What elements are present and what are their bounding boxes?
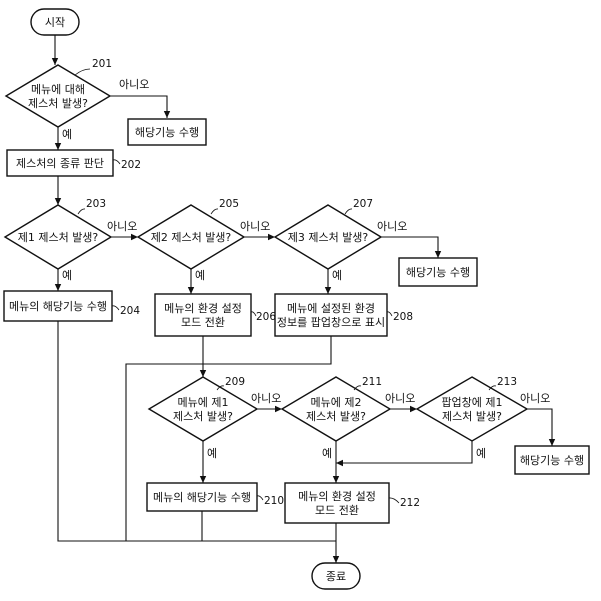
start-label-line-0: 시작 xyxy=(45,16,65,29)
yes-label-7: 예 xyxy=(332,269,342,282)
p206-label-line-1: 모드 전환 xyxy=(181,316,225,329)
d207-label-line-0: 제3 제스처 발생? xyxy=(288,231,369,244)
no-label-0: 아니오 xyxy=(119,78,149,91)
p208-label-line-1: 정보를 팝업창으로 표시 xyxy=(277,316,385,329)
d205-label-line-0: 제2 제스처 발생? xyxy=(151,231,232,244)
d201-label-line-1: 제스처 발생? xyxy=(28,97,88,110)
d201-decision-shape xyxy=(6,65,110,127)
yes-label-11: 예 xyxy=(322,447,332,460)
no-label-4: 아니오 xyxy=(240,220,270,233)
node-start: 시작 xyxy=(31,9,79,35)
node-p206: 메뉴의 환경 설정모드 전환 206 xyxy=(155,294,276,336)
p206-ref-number: 206 xyxy=(256,311,276,323)
node-d207: 제3 제스처 발생? 207 xyxy=(275,198,381,269)
d205-ref-number: 205 xyxy=(219,198,239,210)
p_a-label-line-0: 해당기능 수행 xyxy=(135,125,199,139)
d207-ref-leader xyxy=(345,209,352,214)
end-label-line-0: 종료 xyxy=(326,570,346,583)
p208-label-line-0: 메뉴에 설정된 환경 xyxy=(287,302,375,315)
p202-ref-number: 202 xyxy=(121,159,141,171)
p210-ref-leader xyxy=(257,496,263,500)
no-label-8: 아니오 xyxy=(251,392,281,405)
p206-process-shape xyxy=(155,294,251,336)
e-201-pa xyxy=(110,96,167,118)
d203-ref-leader xyxy=(78,209,85,214)
node-d203: 제1 제스처 발생? 203 xyxy=(5,198,111,269)
node-p_a: 해당기능 수행 xyxy=(128,119,206,145)
no-label-6: 아니오 xyxy=(377,220,407,233)
p212-ref-leader xyxy=(389,498,399,503)
d209-label-line-0: 메뉴에 제1 xyxy=(178,396,229,409)
no-label-12: 아니오 xyxy=(520,392,550,405)
d209-ref-number: 209 xyxy=(225,376,245,388)
p212-label-line-1: 모드 전환 xyxy=(315,504,359,517)
p212-ref-number: 212 xyxy=(400,497,420,509)
d211-ref-number: 211 xyxy=(362,376,382,388)
d211-label-line-1: 제스처 발생? xyxy=(306,410,366,423)
p208-process-shape xyxy=(275,294,387,336)
e-207-pb xyxy=(381,237,438,258)
p202-ref-leader xyxy=(113,160,120,164)
p212-process-shape xyxy=(285,483,389,523)
no-label-2: 아니오 xyxy=(107,220,137,233)
p202-label-line-0: 제스처의 종류 판단 xyxy=(16,157,104,170)
node-p212: 메뉴의 환경 설정모드 전환 212 xyxy=(285,483,420,523)
p_c-label-line-0: 해당기능 수행 xyxy=(520,453,584,467)
node-d211: 메뉴에 제2제스처 발생? 211 xyxy=(282,376,390,441)
p_b-label-line-0: 해당기능 수행 xyxy=(406,265,470,279)
p208-ref-leader xyxy=(387,312,392,316)
p204-label-line-0: 메뉴의 해당기능 수행 xyxy=(9,299,107,313)
node-p208: 메뉴에 설정된 환경정보를 팝업창으로 표시 208 xyxy=(275,294,413,336)
node-end: 종료 xyxy=(312,563,360,589)
d213-ref-number: 213 xyxy=(497,376,517,388)
node-d201: 메뉴에 대해제스처 발생? 201 xyxy=(6,58,112,127)
d201-label-line-0: 메뉴에 대해 xyxy=(31,82,85,96)
d201-ref-number: 201 xyxy=(92,58,112,70)
node-p202: 제스처의 종류 판단 202 xyxy=(7,150,141,176)
yes-label-3: 예 xyxy=(62,269,72,282)
p206-label-line-0: 메뉴의 환경 설정 xyxy=(164,302,242,315)
node-p_c: 해당기능 수행 xyxy=(515,446,589,474)
nodes: 시작메뉴에 대해제스처 발생?201해당기능 수행제스처의 종류 판단202제1… xyxy=(4,9,589,589)
p208-ref-number: 208 xyxy=(393,311,413,323)
yes-label-1: 예 xyxy=(62,128,72,141)
d207-ref-number: 207 xyxy=(353,198,373,210)
yes-label-5: 예 xyxy=(195,269,205,282)
d203-label-line-0: 제1 제스처 발생? xyxy=(18,231,99,244)
yes-label-9: 예 xyxy=(207,447,217,460)
d203-ref-number: 203 xyxy=(86,198,106,210)
d209-label-line-1: 제스처 발생? xyxy=(173,410,233,423)
p210-label-line-0: 메뉴의 해당기능 수행 xyxy=(153,490,251,504)
node-d209: 메뉴에 제1제스처 발생? 209 xyxy=(149,376,257,441)
p204-ref-leader xyxy=(112,306,119,310)
node-p204: 메뉴의 해당기능 수행 204 xyxy=(4,291,140,321)
p204-ref-number: 204 xyxy=(120,305,140,317)
p210-ref-number: 210 xyxy=(264,495,284,507)
node-d213: 팝업창에 제1제스처 발생? 213 xyxy=(417,376,527,441)
e-213-211 xyxy=(336,441,472,463)
p212-label-line-0: 메뉴의 환경 설정 xyxy=(298,490,376,503)
node-p210: 메뉴의 해당기능 수행 210 xyxy=(147,483,284,511)
no-label-10: 아니오 xyxy=(385,392,415,405)
d211-label-line-0: 메뉴에 제2 xyxy=(311,396,362,409)
node-p_b: 해당기능 수행 xyxy=(399,258,477,286)
d213-label-line-0: 팝업창에 제1 xyxy=(441,396,502,409)
node-d205: 제2 제스처 발생? 205 xyxy=(138,198,244,269)
yes-label-13: 예 xyxy=(476,447,486,460)
d213-label-line-1: 제스처 발생? xyxy=(442,410,502,423)
d205-ref-leader xyxy=(211,209,218,214)
d201-ref-leader xyxy=(75,69,90,75)
e-213-pc xyxy=(527,409,552,446)
